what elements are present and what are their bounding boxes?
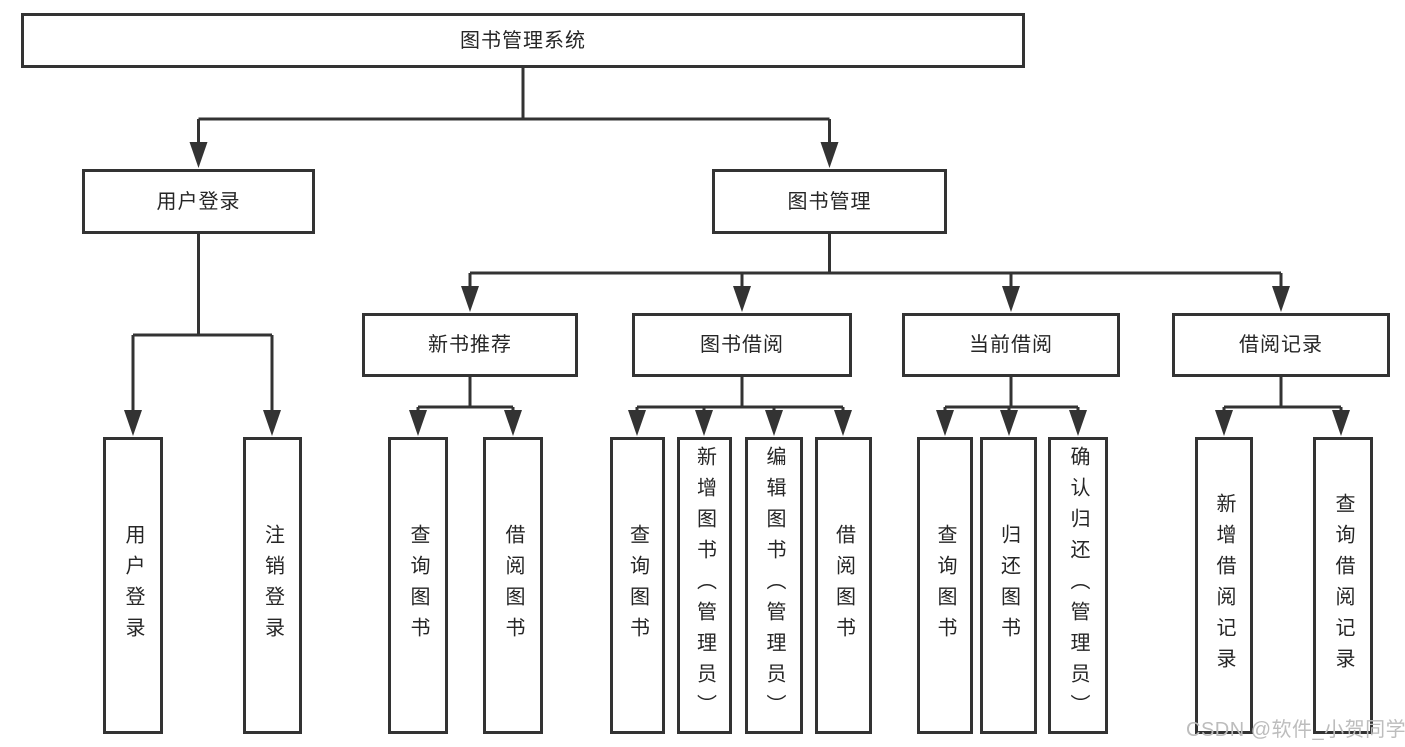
leaf-label: 注销登录 xyxy=(261,523,284,648)
leaf-label: 新增图书（管理员） xyxy=(693,446,716,725)
node-leaf-borrow-edit: 编辑图书（管理员） xyxy=(745,437,803,734)
leaf-label: 查询图书 xyxy=(934,523,956,648)
node-leaf-user-login: 用户登录 xyxy=(103,437,163,734)
node-leaf-newbook-query: 查询图书 xyxy=(388,437,448,734)
node-leaf-borrow-query: 查询图书 xyxy=(610,437,665,734)
leaf-label: 编辑图书（管理员） xyxy=(763,446,785,725)
node-current-borrow: 当前借阅 xyxy=(902,313,1120,377)
node-leaf-logout: 注销登录 xyxy=(243,437,302,734)
leaf-label: 用户登录 xyxy=(122,523,144,648)
node-leaf-current-confirm: 确认归还（管理员） xyxy=(1048,437,1108,734)
leaf-label: 查询图书 xyxy=(626,523,649,648)
node-leaf-current-return: 归还图书 xyxy=(980,437,1037,734)
leaf-label: 借阅图书 xyxy=(832,523,855,648)
node-root: 图书管理系统 xyxy=(21,13,1025,68)
leaf-label: 查询借阅记录 xyxy=(1332,492,1354,679)
node-leaf-borrow-add: 新增图书（管理员） xyxy=(677,437,732,734)
node-leaf-record-add: 新增借阅记录 xyxy=(1195,437,1253,734)
leaf-label: 查询图书 xyxy=(407,523,429,648)
leaf-label: 归还图书 xyxy=(997,523,1020,648)
node-leaf-borrow-borrow: 借阅图书 xyxy=(815,437,872,734)
node-user-login: 用户登录 xyxy=(82,169,315,234)
node-new-book-rec: 新书推荐 xyxy=(362,313,578,377)
csdn-watermark: CSDN @软件_小贺同学 xyxy=(1186,719,1405,741)
node-leaf-newbook-borrow: 借阅图书 xyxy=(483,437,543,734)
node-book-mgmt: 图书管理 xyxy=(712,169,947,234)
node-book-borrow: 图书借阅 xyxy=(632,313,852,377)
node-leaf-record-query: 查询借阅记录 xyxy=(1313,437,1373,734)
leaf-label: 新增借阅记录 xyxy=(1213,492,1235,679)
leaf-label: 确认归还（管理员） xyxy=(1067,446,1089,725)
node-leaf-current-query: 查询图书 xyxy=(917,437,973,734)
leaf-label: 借阅图书 xyxy=(502,523,524,648)
node-borrow-record: 借阅记录 xyxy=(1172,313,1390,377)
